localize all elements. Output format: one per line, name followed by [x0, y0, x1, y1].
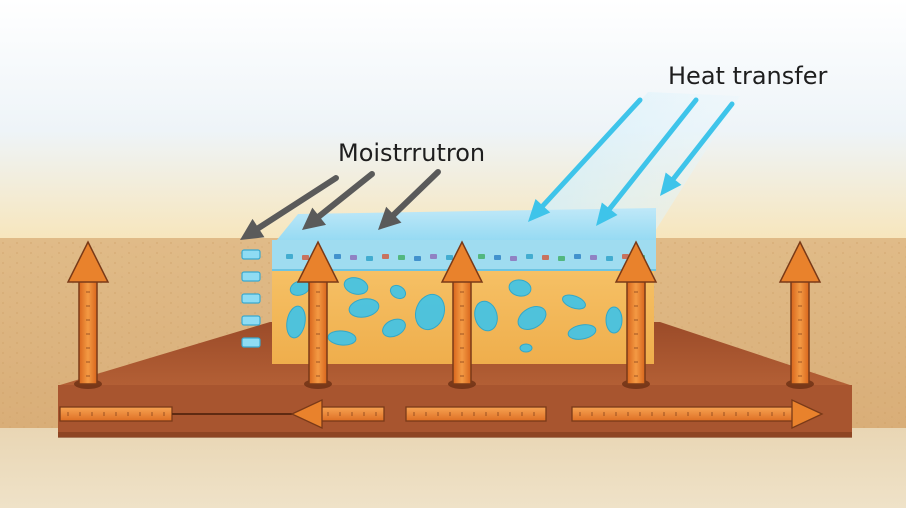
water-particle [446, 255, 453, 260]
water-particle [622, 254, 629, 259]
droplet-icon [414, 293, 446, 331]
arrow-head [596, 202, 618, 226]
horizontal-arrow-icon [571, 398, 824, 430]
moisture-label: Moistrrutron [338, 139, 486, 167]
water-particle [494, 255, 501, 260]
arrow-shaft [78, 279, 98, 385]
water-particle [478, 254, 485, 259]
water-particle [350, 255, 357, 260]
heat-transfer-arrows [528, 97, 735, 226]
foundation-slab-shadow [58, 432, 852, 438]
water-particle [302, 255, 309, 260]
heat-beam [520, 92, 740, 236]
moisture-droplets [286, 277, 623, 353]
water-particle [286, 254, 293, 259]
horizontal-arrow-icon [59, 406, 173, 422]
arrow-head [778, 240, 822, 283]
droplet-icon [517, 306, 547, 330]
arrow-head [791, 398, 824, 430]
arrow-head [240, 218, 265, 240]
arrow-head [614, 240, 658, 283]
arrow-shaft [571, 406, 795, 422]
arrow-shaft [790, 279, 810, 385]
water-particle [606, 256, 613, 261]
water-particle [382, 254, 389, 259]
water-particle [558, 256, 565, 261]
droplet-icon [389, 284, 407, 300]
droplet-icon [348, 298, 380, 318]
arrow-head [290, 398, 323, 430]
diagonal-blue-arrow-icon [596, 97, 699, 226]
block-glass-top [272, 208, 656, 246]
water-particle [590, 255, 597, 260]
up-arrow-icon [296, 240, 340, 389]
droplet-icon [605, 306, 623, 334]
droplet-icon [327, 330, 357, 346]
water-particle [542, 255, 549, 260]
moisture-bar [241, 271, 261, 282]
droplet-icon [508, 279, 532, 297]
arrow-head [660, 172, 682, 196]
water-particle [510, 256, 517, 261]
droplet-icon [286, 305, 306, 339]
soil-lower [0, 428, 906, 508]
diagonal-blue-arrow-icon [660, 101, 735, 196]
moisture-bar [241, 337, 261, 348]
arrow-head [440, 240, 484, 283]
arrow-shaft [255, 175, 339, 232]
up-arrow-icon [440, 240, 484, 389]
arrow-shaft [671, 101, 735, 182]
arrow-head [528, 199, 551, 222]
droplet-icon [474, 300, 498, 332]
arrow-head [296, 240, 340, 283]
up-arrow-icon [614, 240, 658, 389]
lateral-heat-flux-arrows [59, 398, 824, 430]
arrow-shaft [308, 279, 328, 385]
arrow-shaft [626, 279, 646, 385]
water-particle [414, 256, 421, 261]
water-particle [526, 254, 533, 259]
moisture-arrows [240, 169, 441, 240]
up-arrow-icon [778, 240, 822, 389]
water-particle [430, 254, 437, 259]
water-particle [366, 256, 373, 261]
arrow-shaft [452, 279, 472, 385]
water-particle [334, 254, 341, 259]
arrow-head [66, 240, 110, 283]
arrow-head [378, 206, 402, 230]
droplet-icon [567, 324, 597, 340]
horizontal-arrow-icon [405, 406, 547, 422]
horizontal-arrow-icon [290, 398, 385, 430]
diagonal-gray-arrow-icon [240, 175, 339, 240]
upward-heat-flux-arrows [66, 240, 822, 389]
arrow-shaft [390, 169, 441, 218]
arrow-head [302, 207, 327, 230]
up-arrow-icon [66, 240, 110, 389]
droplet-icon [343, 277, 369, 295]
moisture-bar [241, 315, 261, 326]
arrow-shaft [540, 97, 643, 209]
droplet-icon [562, 294, 586, 310]
sky [0, 0, 906, 238]
moisture-bar [241, 249, 261, 260]
water-particle [574, 254, 581, 259]
diagonal-gray-arrow-icon [302, 171, 375, 230]
moisture-indicator-bars [241, 249, 261, 348]
water-particle [398, 255, 405, 260]
moisture-bar [241, 293, 261, 304]
droplet-icon [382, 318, 406, 338]
heat-transfer-label: Heat transfer [668, 62, 828, 90]
arrow-shaft [316, 171, 375, 220]
diagonal-gray-arrow-icon [378, 169, 441, 230]
diagonal-blue-arrow-icon [528, 97, 643, 222]
arrow-shaft [607, 97, 699, 212]
arrow-shaft [405, 406, 547, 422]
droplet-icon [519, 343, 533, 353]
